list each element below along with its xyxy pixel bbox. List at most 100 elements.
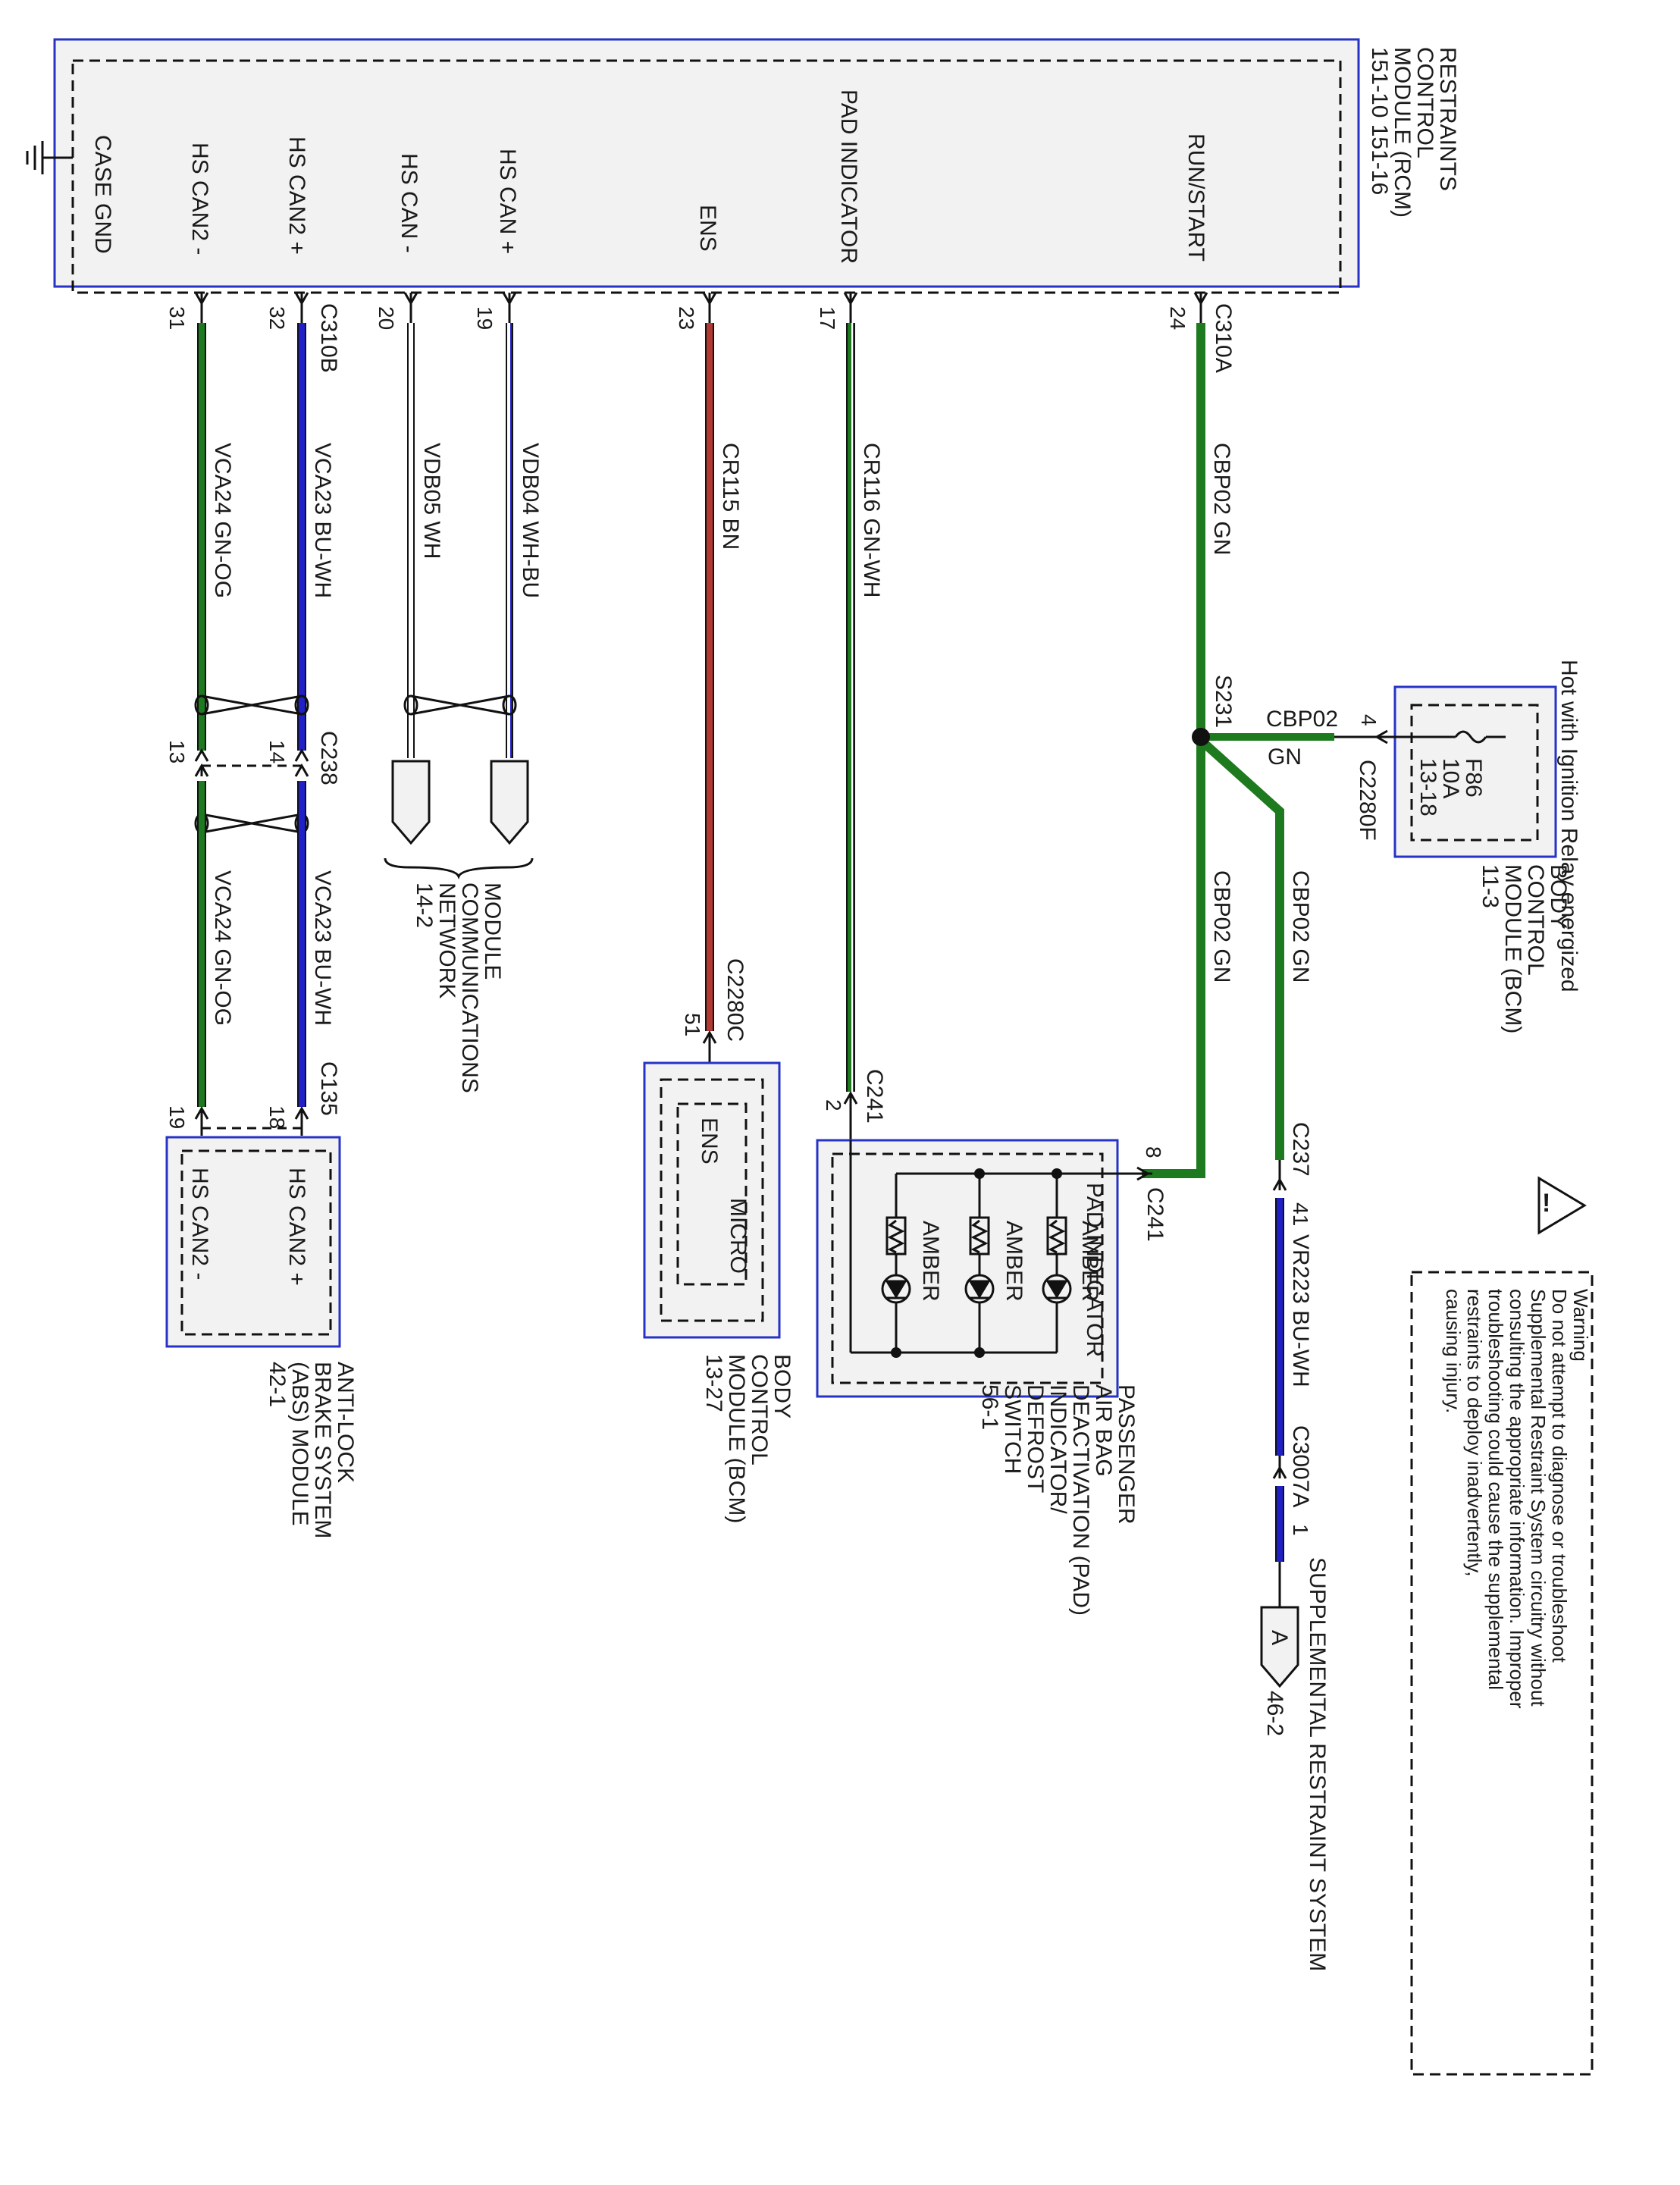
connector-c310a: C310A: [1211, 303, 1236, 373]
pad-header: PAD INDICATOR: [1082, 1183, 1107, 1357]
pin-18-abs: 18: [265, 1105, 289, 1129]
svg-text:CONTROL: CONTROL: [1412, 47, 1437, 158]
wire-label-vr223: VR223 BU-WH: [1288, 1234, 1313, 1387]
connector-c238: C238: [316, 731, 341, 785]
wire-label-cbp02-lower2: CBP02 GN: [1288, 870, 1313, 983]
abs-pin-hs-can2-minus: HS CAN2 -: [187, 1168, 212, 1280]
svg-text:10A: 10A: [1438, 758, 1463, 798]
connector-c2280c: C2280C: [722, 958, 748, 1042]
connector-c241-top: C241: [862, 1069, 887, 1124]
rcm-pin-hs-can-minus: HS CAN -: [396, 153, 422, 253]
wire-label-cbp02-bcm-color: GN: [1268, 745, 1302, 770]
wire-cbp02-main: [1142, 323, 1334, 1178]
pin-4: 4: [1357, 714, 1381, 726]
svg-text:42-1: 42-1: [265, 1362, 290, 1407]
warning-text: Warning Do not attempt to diagnose or tr…: [1442, 1289, 1592, 1709]
svg-text:Do not attempt to diagnose or: Do not attempt to diagnose or troublesho…: [1548, 1289, 1571, 1663]
pin-1: 1: [1289, 1524, 1312, 1536]
bcm-ens-inner: [676, 1102, 748, 1286]
svg-text:DEACTIVATION (PAD): DEACTIVATION (PAD): [1068, 1384, 1093, 1616]
pad-label-amber3: AMBER: [1077, 1221, 1102, 1302]
svg-text:AIR BAG: AIR BAG: [1091, 1384, 1116, 1477]
svg-text:MODULE (BCM): MODULE (BCM): [1500, 864, 1525, 1033]
bcm-ens-inner-outer: [660, 1078, 764, 1322]
svg-text:F86: F86: [1461, 758, 1486, 798]
pin-32: 32: [265, 306, 289, 330]
pin-41: 41: [1289, 1202, 1312, 1226]
svg-text:13-27: 13-27: [701, 1354, 726, 1412]
svg-text:BODY: BODY: [769, 1354, 795, 1419]
svg-text:BODY: BODY: [1546, 864, 1571, 929]
pin-19: 19: [473, 306, 497, 330]
connector-c3007a: C3007A: [1288, 1425, 1313, 1507]
network-title: MODULE COMMUNICATIONS NETWORK 14-2: [412, 882, 505, 1093]
svg-text:14-2: 14-2: [412, 882, 437, 928]
svg-text:MODULE (BCM): MODULE (BCM): [724, 1354, 749, 1523]
pin-20: 20: [375, 306, 398, 330]
pin-24: 24: [1166, 306, 1189, 330]
wire-vdb04: [506, 323, 513, 758]
connector-c310b: C310B: [316, 303, 341, 373]
svg-text:COMMUNICATIONS: COMMUNICATIONS: [457, 882, 482, 1093]
connector-c135: C135: [316, 1061, 341, 1116]
wire-label-vca24-bottom: VCA24 GN-OG: [210, 870, 235, 1026]
connector-c241-top-body: [843, 1090, 858, 1140]
wire-cr116: [846, 323, 855, 1092]
pin-8: 8: [1142, 1146, 1165, 1158]
srs-ref: 46-2: [1262, 1691, 1287, 1736]
wire-label-vca24-top: VCA24 GN-OG: [210, 443, 235, 598]
bcm-fuse-inner: [1410, 704, 1539, 842]
pin-23: 23: [675, 306, 698, 330]
connector-c238-body: [194, 694, 309, 834]
bcm-fuse-title: BODY CONTROL MODULE (BCM) 11-3: [1478, 864, 1571, 1033]
bcm-fuse-header: Hot with Ignition Relay energized: [1556, 660, 1581, 992]
rcm-module-inner: [71, 59, 1342, 294]
rcm-pin-hs-can2-plus: HS CAN2 +: [284, 136, 309, 255]
wire-label-vca23-bottom: VCA23 BU-WH: [310, 870, 335, 1026]
wire-label-cbp02-bcm: CBP02: [1266, 707, 1338, 732]
pin-51: 51: [681, 1013, 704, 1036]
splice-label-s231: S231: [1211, 675, 1236, 728]
bcm-ens-title: BODY CONTROL MODULE (BCM) 13-27: [701, 1354, 795, 1523]
rcm-terminals: [194, 292, 1208, 323]
svg-text:causing injury.: causing injury.: [1442, 1289, 1465, 1413]
pad-switch-title: PASSENGER AIR BAG DEACTIVATION (PAD) IND…: [977, 1384, 1139, 1616]
warning-icon: !: [1537, 1176, 1587, 1235]
svg-text:151-10 151-16: 151-10 151-16: [1367, 47, 1392, 195]
abs-title: ANTI-LOCK BRAKE SYSTEM (ABS) MODULE 42-1: [265, 1362, 358, 1538]
network-arrow-vdb04: [490, 760, 529, 845]
rcm-pin-run-start: RUN/START: [1183, 133, 1208, 262]
srs-label: SUPPLEMENTAL RESTRAINT SYSTEM: [1305, 1557, 1330, 1971]
svg-text:PASSENGER: PASSENGER: [1114, 1384, 1139, 1525]
bcm-fuse-fuse: F86 10A 13-18: [1415, 758, 1486, 817]
pad-label-amber1: AMBER: [918, 1221, 943, 1302]
connector-c135-body: [194, 1105, 309, 1136]
rcm-pin-hs-can-plus: HS CAN +: [495, 149, 520, 254]
svg-text:MODULE (RCM): MODULE (RCM): [1390, 47, 1415, 218]
pin-2: 2: [822, 1099, 845, 1111]
ground-icon: [26, 141, 73, 174]
wire-label-cr116: CR116 GN-WH: [859, 443, 884, 597]
svg-text:RESTRAINTS: RESTRAINTS: [1435, 47, 1460, 191]
wire-label-cbp02-top: CBP02 GN: [1209, 443, 1234, 555]
connector-c237: C237: [1288, 1122, 1313, 1177]
pin-14: 14: [265, 740, 289, 763]
pin-17: 17: [816, 306, 839, 330]
svg-text:BRAKE SYSTEM: BRAKE SYSTEM: [310, 1362, 335, 1538]
rcm-module-box: [53, 38, 1360, 288]
svg-text:Warning: Warning: [1569, 1289, 1592, 1362]
connector-c241-right-body: [1136, 1166, 1152, 1181]
svg-text:MODULE: MODULE: [480, 882, 505, 980]
abs-module-box: [165, 1136, 341, 1348]
svg-text:CONTROL: CONTROL: [1523, 864, 1548, 976]
pad-label-amber2: AMBER: [1001, 1221, 1026, 1302]
srs-arrow-letter: A: [1267, 1630, 1292, 1645]
abs-module-inner: [180, 1149, 332, 1336]
pin-31: 31: [165, 306, 189, 330]
bcm-ens-ens: ENS: [697, 1118, 722, 1165]
wire-label-vdb04: VDB04 WH-BU: [518, 443, 543, 598]
pad-switch-box: [816, 1139, 1119, 1398]
connector-c2280f: C2280F: [1355, 760, 1380, 841]
pad-junctions: [891, 1168, 1062, 1358]
abs-pin-hs-can2-plus: HS CAN2 +: [284, 1168, 309, 1286]
